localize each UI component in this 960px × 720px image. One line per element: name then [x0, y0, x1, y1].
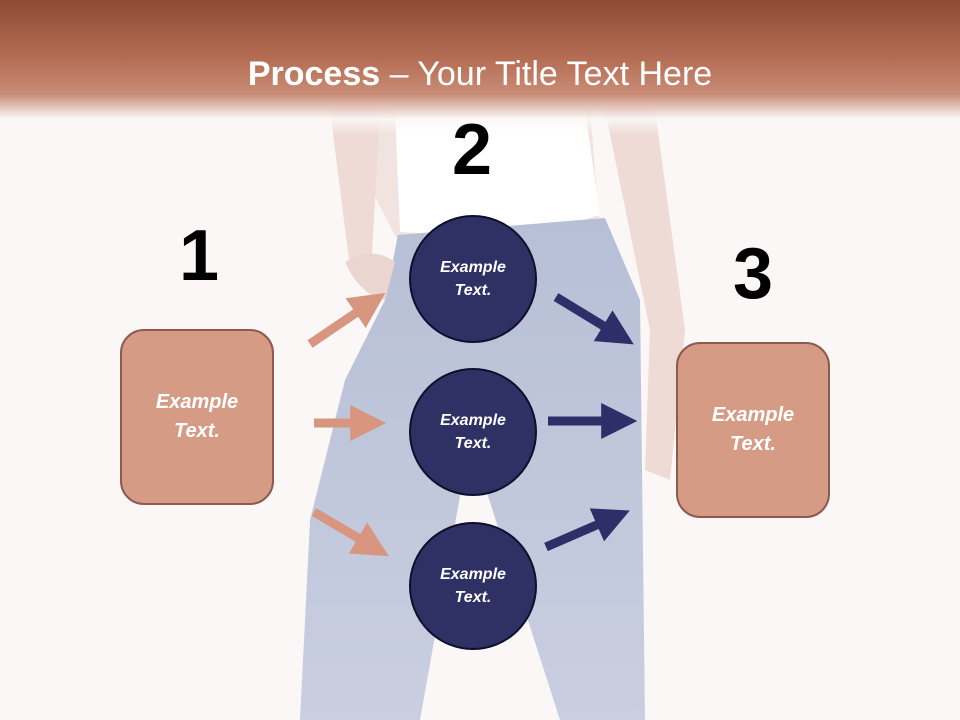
step-number-2: 2 — [451, 110, 493, 190]
circle-bottom-text-line2: Text. — [454, 589, 492, 606]
slide-title: Process – Your Title Text Here — [0, 52, 960, 96]
title-bar — [0, 0, 960, 135]
circle-bottom-text-line1: Example — [440, 566, 506, 583]
circle-bottom: Example Text. — [409, 522, 537, 650]
circle-middle-text-line1: Example — [440, 412, 506, 429]
step-3-box-text-line1: Example — [711, 404, 795, 426]
circle-middle: Example Text. — [409, 368, 537, 496]
circle-middle-text-line2: Text. — [454, 435, 492, 452]
circle-top-text-line1: Example — [440, 259, 506, 276]
step-number-1: 1 — [178, 216, 220, 296]
step-3-box: Example Text. — [676, 342, 830, 518]
circle-top: Example Text. — [409, 215, 537, 343]
title-regular: – Your Title Text Here — [380, 55, 713, 93]
step-3-box-text-line2: Text. — [730, 433, 776, 455]
title-bold: Process — [247, 55, 381, 93]
step-1-box: Example Text. — [120, 329, 274, 505]
circle-top-text-line2: Text. — [454, 282, 492, 299]
step-1-box-text-line2: Text. — [174, 420, 220, 442]
step-number-3: 3 — [732, 234, 774, 314]
step-1-box-text-line1: Example — [155, 391, 239, 413]
